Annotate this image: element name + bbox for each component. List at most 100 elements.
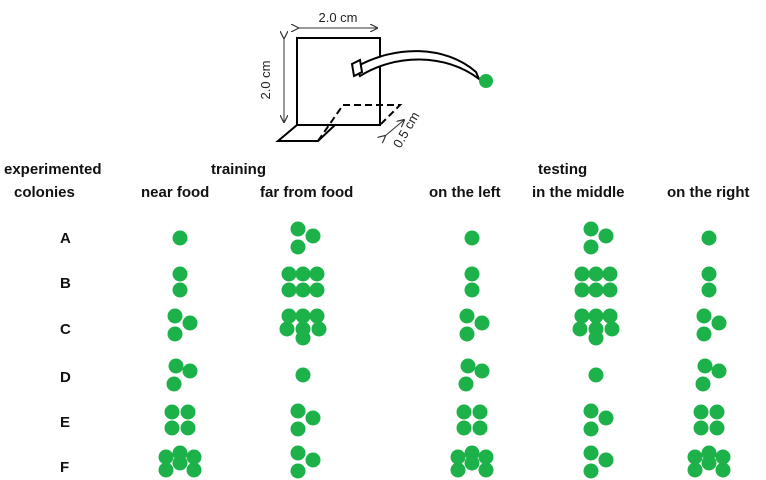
colony-dot <box>588 266 604 282</box>
colony-dot <box>281 282 297 298</box>
colony-dot <box>711 363 727 379</box>
colony-dot <box>602 266 618 282</box>
colony-dot <box>715 449 731 465</box>
colony-dot <box>460 358 476 374</box>
header-colonies: colonies <box>14 184 75 201</box>
colony-dot <box>295 367 311 383</box>
colony-dot <box>172 230 188 246</box>
width-label: 2.0 cm <box>318 10 357 25</box>
colony-dot <box>186 462 202 478</box>
colony-dot <box>290 403 306 419</box>
colony-dot <box>281 266 297 282</box>
colony-dot <box>602 282 618 298</box>
colony-dot <box>305 228 321 244</box>
colony-dot <box>305 410 321 426</box>
colony-dot <box>687 449 703 465</box>
colony-dot <box>186 449 202 465</box>
colony-dot <box>279 321 295 337</box>
colony-dot <box>450 462 466 478</box>
colony-dot <box>602 308 618 324</box>
colony-dot <box>164 420 180 436</box>
colony-dot <box>693 404 709 420</box>
colony-dot <box>701 266 717 282</box>
colony-dot <box>583 463 599 479</box>
colony-dot <box>290 221 306 237</box>
header-training: training <box>211 161 266 178</box>
header-testing: testing <box>538 161 588 178</box>
colony-dot <box>598 228 614 244</box>
colony-dot <box>290 463 306 479</box>
colony-dot <box>715 462 731 478</box>
colony-dot <box>295 282 311 298</box>
colony-dot <box>472 404 488 420</box>
colony-dot <box>158 449 174 465</box>
colony-dot <box>311 321 327 337</box>
colony-dot <box>459 326 475 342</box>
colony-dot <box>574 282 590 298</box>
colony-dot <box>598 452 614 468</box>
colony-dot <box>459 308 475 324</box>
colony-dot <box>182 363 198 379</box>
colony-dot <box>168 358 184 374</box>
colony-dot <box>167 326 183 342</box>
colony-dot <box>309 282 325 298</box>
colony-dot <box>583 239 599 255</box>
header-near-food: near food <box>141 184 210 201</box>
colony-dot <box>709 420 725 436</box>
colony-dot <box>295 330 311 346</box>
colony-label-a: A <box>60 230 71 247</box>
colony-dot <box>166 376 182 392</box>
colony-dot <box>295 266 311 282</box>
colony-dot <box>588 282 604 298</box>
colony-dot <box>588 367 604 383</box>
colony-dot <box>290 239 306 255</box>
colony-dot <box>309 266 325 282</box>
colony-dot <box>583 421 599 437</box>
colony-dot <box>172 266 188 282</box>
colony-dot <box>290 445 306 461</box>
base-plate-back <box>343 104 403 126</box>
colony-dot <box>464 445 480 461</box>
height-label: 2.0 cm <box>258 60 273 99</box>
colony-dot <box>464 282 480 298</box>
colony-dot <box>290 421 306 437</box>
colony-dot <box>701 282 717 298</box>
feeder-bridge <box>354 50 482 83</box>
food-dot <box>479 74 493 88</box>
colony-dot <box>583 221 599 237</box>
colony-dot <box>450 449 466 465</box>
colony-dot <box>711 315 727 331</box>
colony-dot <box>709 404 725 420</box>
apparatus-diagram: 2.0 cm 2.0 cm 0.5 cm <box>258 10 493 150</box>
colony-dot <box>588 308 604 324</box>
colony-dot <box>295 308 311 324</box>
colony-label-e: E <box>60 414 71 431</box>
colony-dot <box>583 403 599 419</box>
colony-dot <box>305 452 321 468</box>
colony-dot <box>588 330 604 346</box>
colony-dot <box>583 445 599 461</box>
colony-dot <box>472 420 488 436</box>
header-far-from-food: far from food <box>260 184 354 201</box>
colony-dot <box>182 315 198 331</box>
colony-dot <box>172 445 188 461</box>
colony-dot <box>158 462 174 478</box>
colony-dot <box>180 404 196 420</box>
colony-dot <box>604 321 620 337</box>
colony-dot <box>572 321 588 337</box>
header-experimented: experimented <box>4 161 102 178</box>
colony-dot <box>598 410 614 426</box>
gap-dimension-arrow <box>385 120 404 136</box>
colony-dot <box>697 358 713 374</box>
colony-dot <box>478 462 494 478</box>
colony-dot <box>687 462 703 478</box>
colony-dot <box>474 363 490 379</box>
colony-dot <box>474 315 490 331</box>
colony-dot <box>281 308 297 324</box>
colony-dot <box>164 404 180 420</box>
colony-dot <box>701 445 717 461</box>
colony-dot <box>693 420 709 436</box>
colony-dot <box>458 376 474 392</box>
header-on-the-right: on the right <box>667 184 750 201</box>
